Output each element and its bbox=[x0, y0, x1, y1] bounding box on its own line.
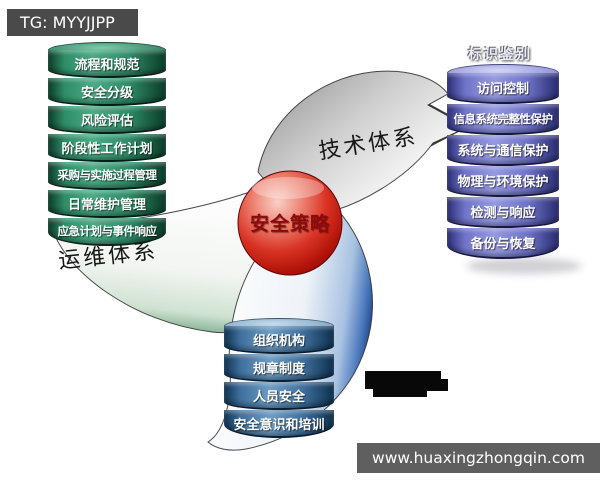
cylinder-segment: 物理与环境保护 bbox=[447, 166, 559, 197]
cylinder-segment: 采购与实施过程管理 bbox=[48, 162, 166, 190]
cylinder-segment: 系统与通信保护 bbox=[447, 135, 559, 166]
tech-cylinder: 访问控制 信息系统完整性保护 系统与通信保护 物理与环境保护 检测与响应 备份与… bbox=[447, 64, 559, 259]
cylinder-segment: 人员安全 bbox=[224, 382, 334, 410]
cylinder-segment: 规章制度 bbox=[224, 354, 334, 382]
cylinder-segment: 风险评估 bbox=[48, 106, 166, 134]
tech-cylinder-shadow bbox=[466, 258, 582, 274]
ops-cylinder: 流程和规范 安全分级 风险评估 阶段性工作计划 采购与实施过程管理 日常维护管理… bbox=[48, 42, 166, 246]
cylinder-segment: 组织机构 bbox=[224, 326, 334, 354]
cylinder-segment: 日常维护管理 bbox=[48, 190, 166, 218]
cylinder-segment: 流程和规范 bbox=[48, 50, 166, 78]
sphere-gloss-highlight bbox=[252, 177, 324, 199]
cylinder-segment: 信息系统完整性保护 bbox=[447, 104, 559, 135]
website-watermark: www.huaxingzhongqin.com bbox=[357, 443, 600, 473]
cylinder-segment: 备份与恢复 bbox=[447, 228, 559, 259]
cylinder-segment: 应急计划与事件响应 bbox=[48, 218, 166, 246]
cylinder-segment: 安全意识和培训 bbox=[224, 410, 334, 438]
cylinder-body: 流程和规范 安全分级 风险评估 阶段性工作计划 采购与实施过程管理 日常维护管理… bbox=[48, 50, 166, 246]
redaction-blob bbox=[365, 371, 448, 397]
cylinder-segment: 阶段性工作计划 bbox=[48, 134, 166, 162]
cylinder-body: 组织机构 规章制度 人员安全 安全意识和培训 bbox=[224, 326, 334, 438]
cylinder-segment: 检测与响应 bbox=[447, 197, 559, 228]
cylinder-segment: 访问控制 bbox=[447, 73, 559, 104]
mgmt-cylinder: 组织机构 规章制度 人员安全 安全意识和培训 bbox=[224, 318, 334, 438]
security-policy-label: 安全策略 bbox=[249, 213, 330, 235]
tech-cylinder-header: 标识鉴别 bbox=[468, 47, 532, 63]
telegram-watermark: TG: MYYJJPP bbox=[7, 9, 138, 36]
cylinder-body: 访问控制 信息系统完整性保护 系统与通信保护 物理与环境保护 检测与响应 备份与… bbox=[447, 73, 559, 259]
security-policy-sphere bbox=[237, 170, 343, 276]
cylinder-segment: 安全分级 bbox=[48, 78, 166, 106]
